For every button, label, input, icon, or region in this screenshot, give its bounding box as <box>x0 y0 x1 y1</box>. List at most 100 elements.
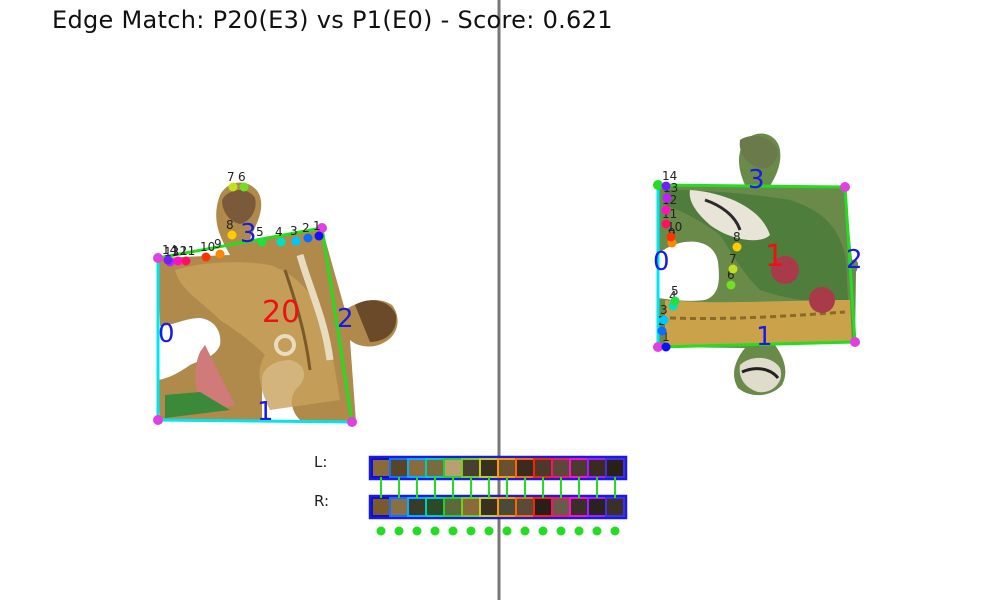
left-strip-swatch <box>569 458 589 478</box>
right-corner <box>653 180 663 190</box>
match-indicator <box>430 526 440 536</box>
right-strip-swatch <box>407 497 427 517</box>
right-strip-swatch <box>605 497 625 517</box>
sample-point <box>163 255 173 265</box>
right-strip-swatch <box>533 497 553 517</box>
left-strip-swatch <box>587 458 607 478</box>
right-strip-label: R: <box>314 492 330 510</box>
left-corner <box>317 223 327 233</box>
right-piece-id: 1 <box>765 239 784 274</box>
right-corner <box>840 182 850 192</box>
sample-point-label: 13 <box>164 245 179 259</box>
left-edge-1 <box>157 418 353 424</box>
color-match-strips <box>368 455 628 536</box>
sample-point <box>670 296 680 306</box>
left-edge-label-2: 2 <box>337 304 354 334</box>
right-strip-swatch <box>461 497 481 517</box>
sample-point-label: 8 <box>733 230 741 244</box>
right-strip-swatch <box>389 497 409 517</box>
sample-point-label: 4 <box>275 225 283 239</box>
sample-point <box>657 326 667 336</box>
sample-point <box>181 256 191 266</box>
left-corner <box>153 253 163 263</box>
sample-point-label: 14 <box>162 243 177 257</box>
left-strip-swatch <box>443 458 463 478</box>
sample-point-label: 6 <box>238 170 246 184</box>
sample-point <box>314 231 324 241</box>
sample-point-label: 7 <box>729 252 737 266</box>
sample-point <box>662 193 672 203</box>
left-strip-frame <box>368 455 628 481</box>
right-strip-swatch <box>479 497 499 517</box>
right-edge-1 <box>657 340 856 349</box>
right-edge-label-2: 2 <box>846 245 863 275</box>
right-strip-swatch <box>443 497 463 517</box>
right-edge-label-1: 1 <box>756 322 773 352</box>
sample-point <box>728 264 738 274</box>
left-strip-swatch <box>407 458 427 478</box>
sample-point <box>201 252 211 262</box>
left-edge-label-1: 1 <box>257 397 274 427</box>
sample-point <box>215 249 225 259</box>
match-indicator <box>394 526 404 536</box>
sample-point-label: 14 <box>662 169 677 183</box>
match-indicator <box>520 526 530 536</box>
match-indicator <box>466 526 476 536</box>
sample-point-label: 7 <box>227 170 235 184</box>
sample-point-label: 3 <box>660 303 668 317</box>
left-piece-id: 20 <box>262 295 300 330</box>
right-strip-swatch <box>551 497 571 517</box>
sample-point <box>661 181 671 191</box>
match-indicator <box>592 526 602 536</box>
right-corner <box>653 342 663 352</box>
match-indicator <box>376 526 386 536</box>
match-indicator <box>538 526 548 536</box>
sample-point <box>726 280 736 290</box>
left-corner <box>153 415 163 425</box>
right-strip-swatch <box>515 497 535 517</box>
left-edge-label-3: 3 <box>240 219 257 249</box>
match-indicator <box>502 526 512 536</box>
left-edge-2 <box>320 227 354 423</box>
sample-point <box>173 256 183 266</box>
sample-point-label: 3 <box>290 224 298 238</box>
match-indicator <box>610 526 620 536</box>
left-strip-swatch <box>605 458 625 478</box>
left-strip-swatch <box>461 458 481 478</box>
match-indicator <box>412 526 422 536</box>
sample-point-label: 1 <box>313 219 321 233</box>
sample-point <box>239 182 249 192</box>
sample-point <box>661 205 671 215</box>
right-strip-swatch <box>569 497 589 517</box>
left-corner <box>347 417 357 427</box>
sample-point <box>666 232 676 242</box>
left-strip-label: L: <box>314 453 328 471</box>
right-edge-3 <box>657 183 846 189</box>
sample-point <box>228 182 238 192</box>
left-strip-swatch <box>389 458 409 478</box>
sample-point-label: 6 <box>727 268 735 282</box>
match-indicator <box>574 526 584 536</box>
sample-point-label: 11 <box>180 244 195 258</box>
sample-point <box>276 237 286 247</box>
sample-point <box>661 219 671 229</box>
sample-point-label: 5 <box>671 284 679 298</box>
sample-point-label: 10 <box>200 240 215 254</box>
sample-point <box>227 230 237 240</box>
left-strip-swatch <box>515 458 535 478</box>
berry <box>809 287 835 313</box>
sample-point-label: 10 <box>667 220 682 234</box>
right-strip-swatch <box>371 497 391 517</box>
left-edge-3 <box>157 226 323 260</box>
sample-point <box>659 315 669 325</box>
sample-point <box>732 242 742 252</box>
sample-point <box>303 233 313 243</box>
match-indicator <box>448 526 458 536</box>
match-indicator <box>484 526 494 536</box>
right-corner <box>850 337 860 347</box>
